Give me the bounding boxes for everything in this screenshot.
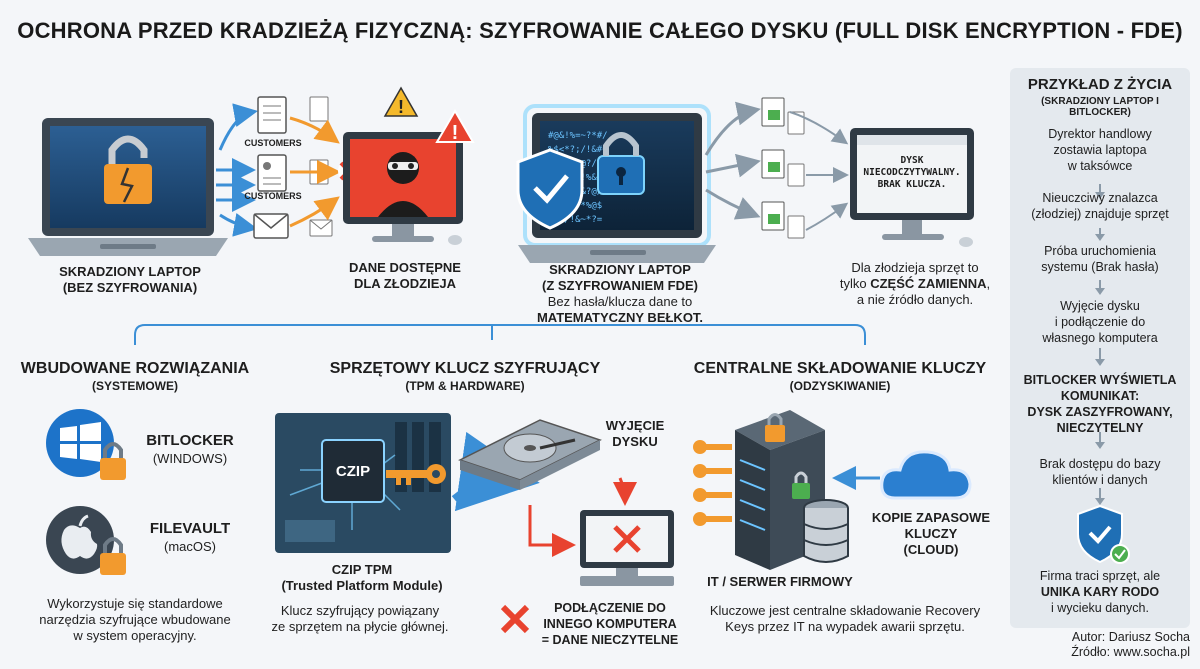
tpm-label: CZIP TPM (Trusted Platform Module)	[281, 562, 443, 593]
thief-desc-line: Dla złodzieja sprzęt to	[851, 260, 979, 275]
section-hardware-title: SPRZĘTOWY KLUCZ SZYFRUJĄCY	[329, 360, 601, 377]
example-subtitle: (SKRADZIONY LAPTOP I BITLOCKER)	[1041, 96, 1159, 118]
diagram-illustration: ! ! #@&!%=~?*#/ %$<*?;/!&#~ !&%#*=@?/$ *…	[28, 86, 974, 634]
thief-desc-text: tylko	[839, 276, 871, 291]
example-step-4: Wyjęcie dysku i podłączenie do własnego …	[1042, 299, 1158, 345]
example-result-bold: UNIKA KARY RODO	[1040, 585, 1160, 599]
recovery-keys-icon	[693, 440, 732, 526]
example-result-line: Firma traci sprzęt, ale	[1039, 569, 1161, 583]
connect-other-label: PODŁĄCZENIE DO INNEGO KOMPUTERA = DANE N…	[541, 601, 679, 647]
red-x-icon	[500, 604, 530, 634]
svg-text:%$<*?;/!&#~: %$<*?;/!&#~	[548, 145, 608, 155]
laptop-encrypted-label: SKRADZIONY LAPTOP (Z SZYFROWANIEM FDE)	[542, 262, 698, 293]
svg-text:@%#/!&~*?=: @%#/!&~*?=	[548, 215, 603, 225]
thief-desc-bold: CZĘŚĆ ZAMIENNA	[870, 276, 987, 291]
shield-check-icon	[516, 148, 584, 230]
thief-monitor-icon	[343, 132, 463, 245]
apple-logo-icon	[46, 506, 114, 574]
windows-logo-icon	[46, 409, 114, 477]
example-title: PRZYKŁAD Z ŻYCIA	[1027, 76, 1173, 93]
filevault-label: FILEVAULT	[149, 520, 231, 537]
bitlocker-label: BITLOCKER	[146, 432, 234, 449]
svg-text:!: !	[452, 122, 459, 144]
bitlocker-os: (WINDOWS)	[152, 451, 228, 466]
example-step-3: Próba uruchomienia systemu (Brak hasła)	[1041, 244, 1159, 274]
other-computer-icon	[580, 510, 674, 586]
padlock-icon	[100, 537, 126, 575]
example-step-2: Nieuczciwy znalazca (złodziej) znajduje …	[1031, 191, 1169, 221]
author-name: Autor: Dariusz Socha	[1071, 630, 1190, 644]
tpm-chip-label: CZIP	[335, 463, 371, 480]
unreadable-screen-message: DYSK NIECODCZYTYWALNY. BRAK KLUCZA.	[863, 155, 961, 190]
section-hardware-subtitle: (TPM & HARDWARE)	[405, 379, 525, 393]
laptop-unencrypted-label: SKRADZIONY LAPTOP (BEZ SZYFROWANIA)	[59, 264, 201, 295]
laptop-unencrypted-icon	[28, 118, 228, 256]
example-result: Firma traci sprzęt, ale UNIKA KARY RODO …	[1015, 568, 1185, 616]
svg-text:#@&!%=~?*#/: #@&!%=~?*#/	[548, 131, 608, 141]
example-step-5: BITLOCKER WYŚWIETLA KOMUNIKAT: DYSK ZASZ…	[1023, 373, 1177, 435]
server-label: IT / SERWER FIRMOWY	[707, 574, 853, 589]
tpm-chip-icon	[321, 439, 385, 503]
customers-label: CUSTOMERS	[244, 138, 302, 148]
thief-desc-line: tylko CZĘŚĆ ZAMIENNA,	[830, 276, 1000, 292]
disk-removal-label: WYJĘCIE DYSKU	[605, 418, 665, 449]
page-title: OCHRONA PRZED KRADZIEŻĄ FIZYCZNĄ: SZYFRO…	[17, 18, 1183, 43]
author-credit: Autor: Dariusz Socha Źródło: www.socha.p…	[1000, 630, 1190, 660]
hardware-desc: Klucz szyfrujący powiązany ze sprzętem n…	[271, 603, 449, 634]
unreadable-monitor-icon	[850, 128, 974, 247]
section-central-title: CENTRALNE SKŁADOWANIE KLUCZY	[693, 360, 987, 377]
key-icon	[386, 464, 446, 485]
builtin-desc: Wykorzystuje się standardowe narzędzia s…	[39, 596, 231, 643]
thief-desc: Dla złodzieja sprzęt to tylko CZĘŚĆ ZAMI…	[830, 260, 1000, 308]
laptop-encrypted-desc: Bez hasła/klucza dane to	[547, 294, 693, 309]
source-link: Źródło: www.socha.pl	[1071, 645, 1190, 659]
customers-label: CUSTOMERS	[244, 191, 302, 201]
filevault-os: (macOS)	[164, 539, 216, 554]
thief-desc-text: ,	[986, 276, 991, 291]
cloud-icon	[880, 450, 972, 500]
section-builtin-subtitle: (SYSTEMOWE)	[92, 379, 178, 393]
locked-document-icon	[761, 97, 805, 239]
hard-drive-icon	[458, 419, 602, 490]
data-exposed-label: DANE DOSTĘPNE DLA ZŁODZIEJA	[349, 260, 461, 291]
example-step-6: Brak dostępu do bazy klientów i danych	[1039, 457, 1161, 487]
thief-desc-line: a nie źródło danych.	[856, 292, 974, 307]
example-result-line: i wycieku danych.	[1051, 601, 1149, 615]
document-icon	[253, 96, 333, 239]
padlock-icon	[100, 442, 126, 480]
section-central-subtitle: (ODZYSKIWANIE)	[789, 379, 891, 393]
padlock-icon	[765, 413, 810, 499]
warning-icon: ! !	[383, 86, 475, 144]
shield-check-icon	[1077, 504, 1130, 564]
example-step-1: Dyrektor handlowy zostawia laptopa w tak…	[1048, 127, 1152, 173]
backup-keys-label: KOPIE ZAPASOWE KLUCZY (CLOUD)	[871, 510, 991, 557]
server-rack-icon	[735, 410, 825, 570]
laptop-encrypted-bold: MATEMATYCZNY BEŁKOT.	[536, 310, 704, 325]
svg-text:!: !	[398, 97, 404, 117]
section-builtin-title: WBUDOWANE ROZWIĄZANIA	[20, 360, 250, 377]
database-icon	[803, 499, 849, 563]
example-panel-arrows	[1077, 184, 1130, 564]
central-desc: Kluczowe jest centralne składowanie Reco…	[709, 603, 981, 634]
